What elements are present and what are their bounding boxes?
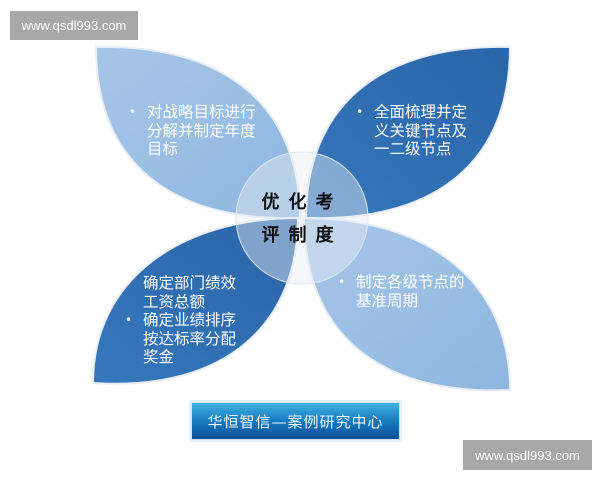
text-line: 制定各级节点的 xyxy=(356,273,465,291)
text-line: 工资总额 xyxy=(143,292,206,311)
petal-text-top-right: • 全面梳理并定义关键节点及一二级节点 xyxy=(356,103,486,159)
watermark-bottom: www.qsdl993.com xyxy=(463,440,592,470)
banner: 华恒智信—案例研究中心 xyxy=(191,402,400,440)
petal-text-top-left: • 对战略目标进行分解并制定年度目标 xyxy=(129,103,269,159)
text-line: 一二级节点 xyxy=(374,140,452,158)
text-line: 义关键节点及 xyxy=(374,121,468,140)
petal-top-left xyxy=(94,45,302,220)
center-circle xyxy=(235,151,369,285)
bullet: • xyxy=(356,105,364,119)
text-line: 确定部门绩效 xyxy=(143,274,237,292)
bullet: • xyxy=(125,313,133,327)
petal-text-bottom-left: • 确定部门绩效工资总额 • 确定业绩排序按达标率分配奖金 xyxy=(125,274,255,367)
text-line: 奖金 xyxy=(143,348,175,366)
bullet: • xyxy=(129,105,137,119)
center-line-2: 评制度 xyxy=(261,225,343,246)
center-title: 优化考 评制度 xyxy=(240,186,364,252)
bullet: • xyxy=(125,276,133,290)
petal-bottom-left xyxy=(91,216,300,385)
text-line: 分解并制定年度 xyxy=(147,121,256,140)
watermark-top: www.qsdl993.com xyxy=(10,11,138,40)
text-line: 对战略目标进行 xyxy=(147,103,256,121)
petal-text-bottom-right: • 制定各级节点的基准周期 xyxy=(338,273,478,310)
text-line: 确定业绩排序 xyxy=(143,311,237,329)
text-line: 按达标率分配 xyxy=(143,329,237,348)
petal-bottom-right xyxy=(302,216,512,392)
center-line-1: 优化考 xyxy=(261,192,343,213)
text-line: 全面梳理并定 xyxy=(374,103,468,121)
bullet: • xyxy=(338,275,346,289)
text-line: 基准周期 xyxy=(356,291,419,310)
text-line: 目标 xyxy=(147,140,179,158)
